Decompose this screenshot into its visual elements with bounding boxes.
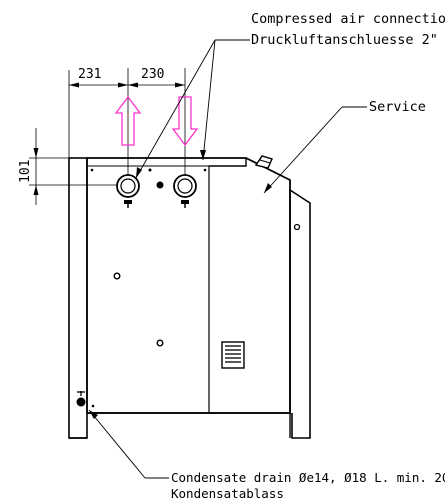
dimension-left-offset: 231 bbox=[78, 67, 101, 82]
leader-air-connections bbox=[135, 39, 250, 179]
label-air-connections-de: Druckluftanschluesse 2" bbox=[251, 32, 438, 48]
label-condensate-de: Kondensatablass bbox=[171, 486, 284, 501]
leader-service bbox=[263, 106, 367, 194]
dimension-height: 101 bbox=[18, 160, 33, 183]
left-dimension: 101 bbox=[18, 128, 118, 205]
leader-condensate bbox=[88, 409, 169, 479]
label-service: Service bbox=[369, 99, 426, 115]
ventilation-grille-icon bbox=[221, 341, 245, 369]
label-air-connections-en: Compressed air connections bbox=[251, 11, 445, 27]
fasteners bbox=[90, 168, 301, 408]
air-outlet-arrow bbox=[171, 96, 199, 147]
service-cap bbox=[254, 155, 273, 169]
dimension-spacing: 230 bbox=[141, 67, 164, 82]
top-dimension: 231 230 bbox=[68, 67, 186, 175]
dryer-body bbox=[68, 157, 311, 439]
air-inlet-arrow bbox=[114, 95, 142, 146]
condensate-drain-valve bbox=[76, 391, 86, 407]
label-condensate-en: Condensate drain Øe14, Ø18 L. min. 2000 bbox=[171, 470, 445, 485]
air-connection-port-outlet bbox=[173, 174, 197, 208]
air-connection-port-inlet bbox=[116, 174, 140, 208]
